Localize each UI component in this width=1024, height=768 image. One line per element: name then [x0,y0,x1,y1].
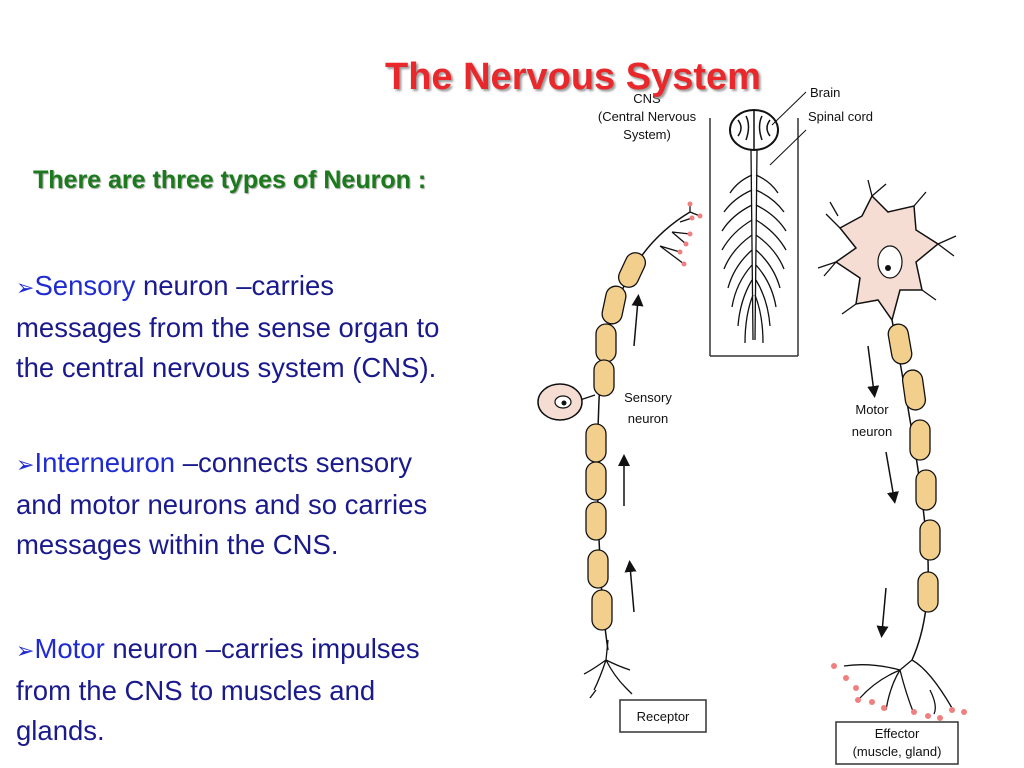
sensory-neuron-label: Sensory [624,390,672,405]
cns-label-line3: System) [623,127,671,142]
slide-title: The Nervous System [385,56,761,98]
effector-label: Effector [875,726,920,741]
motor-neuron-label-line2: neuron [852,424,892,439]
spinal-cord-icon [721,149,787,344]
bullet-text: neuron –carries messages from the sense … [16,270,440,383]
bullet-text: neuron –carries impulses from the CNS to… [16,633,420,746]
cns-box [709,118,799,357]
brain-icon [729,109,779,151]
motor-neuron-label: Motor [855,402,889,417]
effector-box: Effector (muscle, gland) [835,721,959,765]
bullet-arrow-icon: ➢ [16,638,35,663]
nervous-system-diagram: CNS (Central Nervous System) Brain Spina… [537,85,967,765]
bullet-lead: Interneuron [34,447,176,478]
cns-label-line2: (Central Nervous [598,109,697,124]
brain-label: Brain [810,85,840,100]
bullet-text: –connects sensory and motor neurons and … [16,447,428,560]
sensory-neuron [537,201,703,699]
bullet-lead: Sensory [34,270,136,301]
effector-label-line2: (muscle, gland) [853,744,942,759]
sensory-neuron-label-line2: neuron [628,411,668,426]
bullet-interneuron: ➢Interneuron –connects sensory and motor… [16,443,456,565]
bullet-lead: Motor [34,633,105,664]
spinal-cord-label: Spinal cord [808,109,873,124]
bullet-motor: ➢Motor neuron –carries impulses from the… [16,629,456,751]
cns-label: CNS [633,91,661,106]
motor-neuron [817,179,967,721]
bullet-arrow-icon: ➢ [16,275,35,300]
bullet-arrow-icon: ➢ [16,452,35,477]
receptor-label: Receptor [637,709,690,724]
receptor-box: Receptor [619,699,707,733]
slide-subtitle: There are three types of Neuron : [33,166,427,194]
bullet-sensory: ➢Sensory neuron –carries messages from t… [16,266,456,388]
